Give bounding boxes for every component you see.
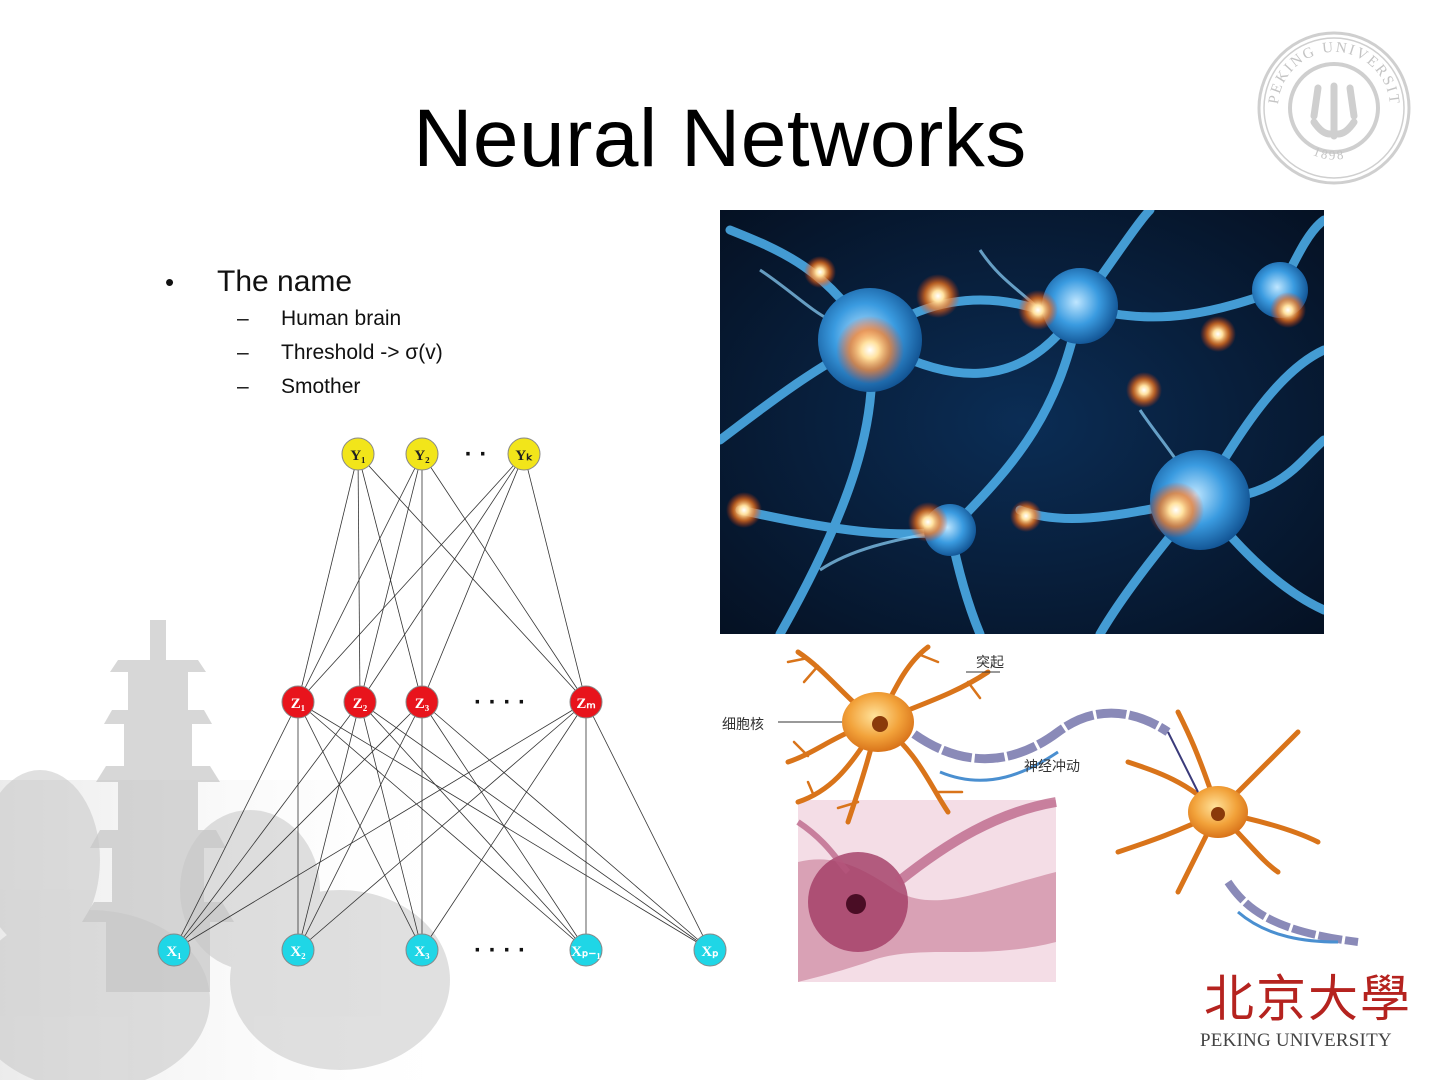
connection-line — [297, 701, 711, 951]
hidden-node-circle — [405, 685, 439, 719]
hidden-node: Z₁ — [281, 685, 315, 719]
output-node: Y₁ — [341, 437, 375, 471]
connection-line — [173, 701, 299, 951]
label-nerve-impulse: 神经冲动 — [1024, 759, 1080, 775]
pku-english-name: PEKING UNIVERSITY — [1200, 1030, 1392, 1051]
connection-line — [359, 701, 423, 951]
hidden-node-circle — [281, 685, 315, 719]
bullet-item: • The name — [165, 262, 443, 302]
input-node-circle — [405, 933, 439, 967]
connection-line — [297, 453, 423, 703]
label-dendrite: 突起 — [976, 655, 1004, 671]
output-node-label: Y₂ — [414, 448, 430, 464]
connection-line — [357, 453, 361, 703]
connection-line — [421, 453, 587, 703]
connection-line — [173, 701, 587, 951]
input-node: X₁ — [157, 933, 191, 967]
hidden-node-label: Zₘ — [576, 696, 595, 712]
hidden-node-circle — [343, 685, 377, 719]
output-node: Yₖ — [507, 437, 541, 471]
connection-line — [357, 453, 587, 703]
hidden-node-label: Z₁ — [291, 696, 306, 712]
hidden-ellipsis: · · · · — [474, 689, 526, 716]
svg-text:1898: 1898 — [1311, 144, 1346, 163]
seal-year: 1898 — [1311, 144, 1344, 163]
connection-line — [357, 453, 423, 703]
input-node: X₃ — [405, 933, 439, 967]
pku-chinese-name: 北京大學 — [1204, 970, 1412, 1026]
output-node-circle — [507, 437, 541, 471]
hidden-node-label: Z₂ — [353, 696, 368, 712]
bullet-marker: • — [165, 267, 175, 297]
sub-item-text: Smother — [281, 375, 361, 398]
input-ellipsis: · · · · — [474, 937, 526, 964]
bullet-text: The name — [217, 265, 353, 298]
connection-line — [359, 453, 525, 703]
input-node-label: Xₚ — [701, 944, 718, 960]
hidden-node: Zₘ — [569, 685, 603, 719]
dash-marker: – — [237, 341, 249, 364]
hidden-node: Z₂ — [343, 685, 377, 719]
connection-line — [421, 453, 525, 703]
input-node: X₂ — [281, 933, 315, 967]
input-node-label: X₂ — [290, 944, 306, 960]
connection-line — [297, 701, 423, 951]
connection-line — [297, 701, 361, 951]
output-node: Y₂ — [405, 437, 439, 471]
output-ellipsis: · · — [465, 441, 488, 468]
university-seal-icon: PEKING UNIVERSITY 1898 — [1256, 30, 1411, 185]
hidden-node-label: Z₃ — [415, 696, 430, 712]
input-node-circle — [281, 933, 315, 967]
bullet-list: • The name – Human brain – Threshold -> … — [165, 262, 443, 404]
neuron-photo-image — [720, 210, 1324, 634]
seal-text: PEKING UNIVERSITY — [1256, 30, 1400, 106]
sub-item-threshold: – Threshold -> σ(v) — [165, 336, 443, 370]
input-node-circle — [157, 933, 191, 967]
pku-chinese-logo: 北京大學 — [1204, 970, 1412, 1026]
sub-item-smother: – Smother — [165, 370, 443, 404]
sub-item-human-brain: – Human brain — [165, 302, 443, 336]
input-node: Xₚ — [693, 933, 727, 967]
output-node-label: Yₖ — [515, 448, 533, 464]
input-node-circle — [693, 933, 727, 967]
connection-line — [359, 701, 711, 951]
sub-item-text: Threshold -> σ(v) — [281, 341, 443, 364]
sub-item-text: Human brain — [281, 307, 402, 330]
connection-line — [297, 453, 359, 703]
input-node-label: Xₚ₋₁ — [571, 944, 601, 960]
connection-line — [523, 453, 587, 703]
pagoda-background-image — [0, 620, 480, 1080]
connection-line — [297, 453, 525, 703]
input-node: Xₚ₋₁ — [569, 933, 603, 967]
dash-marker: – — [237, 307, 249, 330]
output-node-label: Y₁ — [350, 448, 365, 464]
connection-line — [173, 701, 361, 951]
hidden-node-circle — [569, 685, 603, 719]
connection-line — [421, 701, 711, 951]
svg-text:PEKING UNIVERSITY: PEKING UNIVERSITY — [1256, 30, 1402, 106]
hidden-node: Z₃ — [405, 685, 439, 719]
connection-line — [359, 701, 587, 951]
input-node-label: X₃ — [414, 944, 430, 960]
connection-line — [585, 701, 711, 951]
slide-title: Neural Networks — [413, 93, 1027, 184]
input-node-label: X₁ — [166, 944, 181, 960]
label-nucleus: 细胞核 — [722, 717, 764, 733]
dash-marker: – — [237, 375, 249, 398]
output-node-circle — [341, 437, 375, 471]
connection-line — [297, 701, 587, 951]
network-connections — [173, 453, 711, 951]
connection-line — [359, 453, 423, 703]
input-node-circle — [569, 933, 603, 967]
neuron-schematic-image — [778, 644, 1359, 982]
output-node-circle — [405, 437, 439, 471]
